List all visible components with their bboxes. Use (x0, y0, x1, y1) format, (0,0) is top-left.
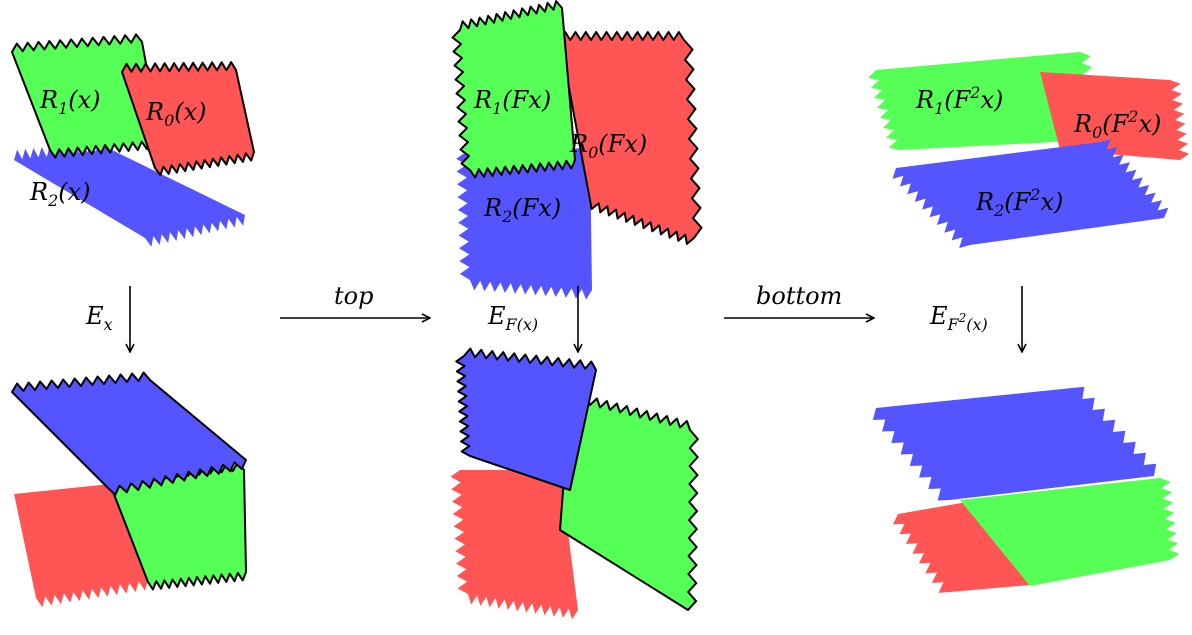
region-red-x-bottom (14, 484, 148, 608)
region-red-Fx-bottom (450, 470, 578, 620)
transition-label-top: top (334, 282, 373, 310)
map-EF2x: EF2(x) (929, 286, 1022, 352)
transition-label-bottom: bottom (756, 282, 842, 310)
region-red-F2x (1040, 72, 1190, 160)
transition-bottom: bottom (724, 282, 874, 318)
label-R2-Fx: R2(Fx) (483, 194, 561, 226)
region-green-Fx (451, 0, 576, 179)
panel-F2x-bottom (872, 386, 1180, 593)
label-R0-F2x: R0(F2x) (1073, 107, 1161, 142)
label-R0-Fx: R0(Fx) (569, 130, 647, 162)
region-blue-x-bottom (11, 371, 247, 496)
label-R1-x: R1(x) (39, 86, 101, 118)
panel-Fx-top: R1(Fx) R0(Fx) R2(Fx) (451, 0, 703, 300)
region-red-Fx (559, 31, 703, 245)
panel-Fx-bottom (450, 347, 699, 620)
map-label-EF2x: EF2(x) (929, 302, 988, 334)
label-R1-Fx: R1(Fx) (473, 86, 551, 118)
panel-F2x-top: R1(F2x) R0(F2x) R2(F2x) (867, 52, 1190, 249)
map-label-Ex: Ex (85, 302, 113, 334)
panel-x-top: R1(x) R0(x) R2(x) (11, 33, 255, 247)
label-R0-x: R0(x) (145, 98, 207, 130)
label-R2-x: R2(x) (29, 178, 91, 210)
region-blue-F2x (892, 139, 1169, 249)
region-green-F2x-bottom (960, 478, 1180, 586)
region-blue-F2x-bottom (872, 386, 1157, 501)
map-EFx: EF(x) (487, 286, 578, 352)
panel-x-bottom (11, 371, 247, 608)
region-green-Fx-bottom (559, 392, 699, 611)
map-Ex: Ex (85, 286, 130, 352)
transition-top: top (280, 282, 430, 318)
label-R2-F2x: R2(F2x) (975, 185, 1063, 220)
region-blue-Fx (456, 148, 592, 300)
region-red-x (121, 61, 255, 177)
map-label-EFx: EF(x) (487, 302, 538, 334)
region-blue-Fx-bottom (455, 347, 597, 491)
region-blue-x (14, 140, 245, 247)
label-R1-F2x: R1(F2x) (915, 83, 1003, 118)
